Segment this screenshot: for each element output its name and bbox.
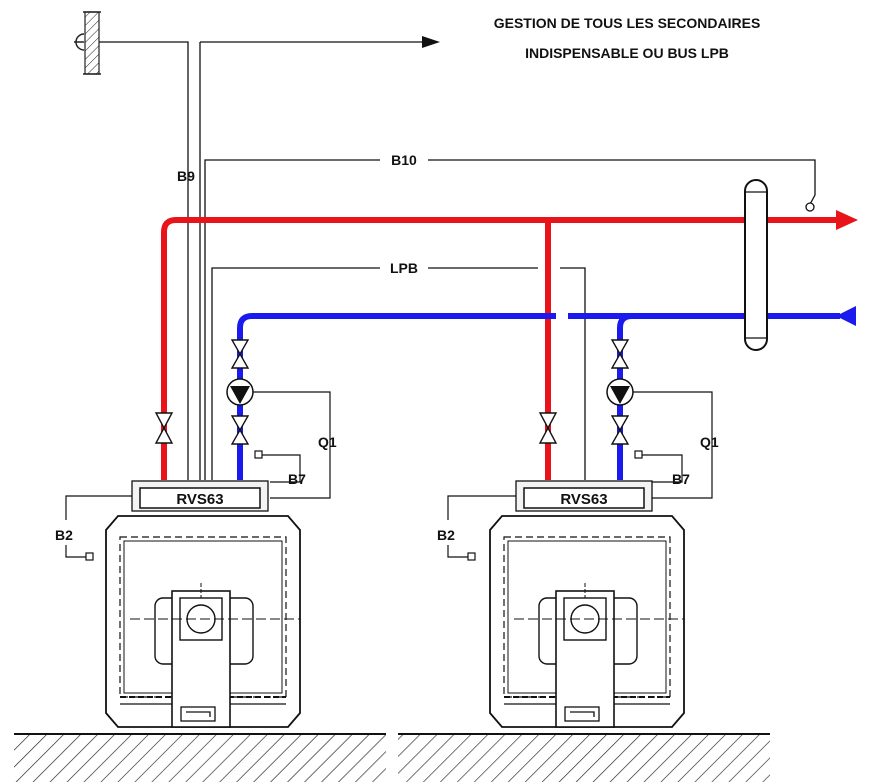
supply-valve-right-icon	[538, 412, 558, 444]
pump-left-icon	[226, 378, 254, 406]
label-b2-right: B2	[437, 527, 455, 543]
b7-wire-left	[262, 454, 301, 483]
label-lpb: LPB	[390, 260, 418, 276]
b7-wire-right	[642, 454, 683, 483]
boiler-left	[105, 515, 301, 728]
label-q1-left: Q1	[318, 434, 337, 450]
return-pipe	[237, 313, 840, 480]
label-q1-right: Q1	[700, 434, 719, 450]
return-valve-top-right-icon	[610, 339, 630, 369]
b10-signal-line	[204, 159, 816, 480]
supply-arrow-icon	[836, 210, 858, 230]
title-line-2: INDISPENSABLE OU BUS LPB	[525, 45, 729, 61]
b7-sensor-right-icon	[634, 450, 643, 459]
return-valve-bottom-right-icon	[610, 415, 630, 445]
floor-left	[14, 733, 386, 782]
b7-sensor-left-icon	[254, 450, 263, 459]
bus-arrow-icon	[422, 36, 440, 48]
outdoor-sensor-icon	[74, 11, 101, 75]
label-b9: B9	[177, 168, 195, 184]
label-b7-right: B7	[672, 471, 690, 487]
supply-pipe	[161, 217, 840, 480]
b2-wire-right	[447, 495, 516, 558]
lpb-bus-line	[211, 267, 586, 480]
hydraulic-separator	[744, 179, 768, 351]
b10-sensor-icon	[805, 202, 815, 212]
rvs63-controller-left	[131, 480, 269, 512]
label-rvs63-left: RVS63	[176, 491, 223, 508]
label-b2-left: B2	[55, 527, 73, 543]
label-b7-left: B7	[288, 471, 306, 487]
return-valve-bottom-left-icon	[230, 415, 250, 445]
return-arrow-icon	[836, 306, 856, 326]
b2-sensor-right-icon	[467, 552, 476, 561]
label-rvs63-right: RVS63	[560, 491, 607, 508]
title-line-1: GESTION DE TOUS LES SECONDAIRES	[494, 15, 761, 31]
b2-sensor-left-icon	[85, 552, 94, 561]
b9-signal-line	[99, 41, 425, 480]
rvs63-controller-right	[515, 480, 653, 512]
return-valve-top-left-icon	[230, 339, 250, 369]
q1-wire-left	[253, 391, 331, 499]
boiler-right	[489, 515, 685, 728]
q1-wire-right	[633, 391, 713, 499]
b2-wire-left	[65, 495, 132, 558]
pump-right-icon	[606, 378, 634, 406]
label-b10: B10	[391, 152, 417, 168]
supply-valve-left-icon	[154, 412, 174, 444]
floor-right	[398, 733, 770, 782]
